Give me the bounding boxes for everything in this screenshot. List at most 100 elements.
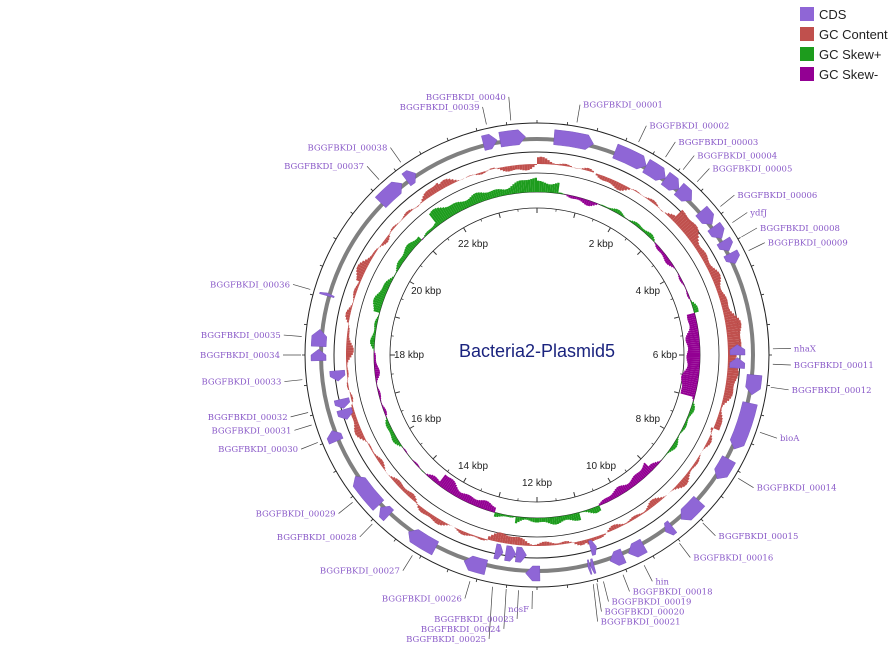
gc-bar-384: [352, 292, 357, 296]
skew-bar-321: [390, 432, 395, 437]
gc-bar-308: [386, 473, 389, 476]
gc-bar-266: [470, 534, 474, 537]
skew-bar-219: [579, 511, 582, 514]
skew-bar-37: [612, 208, 617, 212]
gc-bar-304: [393, 478, 399, 483]
gc-bar-83: [706, 263, 712, 269]
skew-bar-436: [441, 207, 451, 219]
skew-bar-52: [639, 226, 643, 230]
skew-bar-309: [407, 454, 409, 456]
skew-bar-388: [378, 291, 386, 297]
gc-bar-146: [716, 418, 723, 424]
gc-bar-106: [724, 317, 740, 323]
gc-bar-26: [599, 174, 604, 180]
gc-bar-69: [686, 228, 700, 239]
gc-bar-57: [666, 212, 671, 217]
skew-bar-323: [388, 429, 393, 433]
gene-label-18: BGGFBKDI_00018: [633, 588, 713, 598]
skew-bar-403: [396, 264, 401, 269]
leader-line-38: [390, 147, 402, 163]
gc-bar-71: [690, 234, 700, 243]
skew-bar-274: [464, 494, 471, 503]
skew-bar-379: [378, 312, 380, 315]
gc-bar-401: [371, 254, 375, 258]
gc-bar-410: [385, 236, 390, 241]
gc-bar-317: [374, 453, 377, 457]
skew-bar-475: [525, 180, 529, 193]
kbp-tick-label-20: 20 kbp: [411, 286, 441, 297]
gc-bar-231: [556, 543, 560, 545]
gc-bar-254: [499, 532, 504, 543]
skew-bar-101: [686, 314, 696, 319]
leader-line-5: [696, 168, 710, 182]
gc-bar-342: [350, 396, 354, 400]
gc-bar-44: [641, 194, 644, 197]
skew-bar-258: [495, 512, 499, 518]
skew-bar-297: [424, 472, 427, 475]
gc-bar-104: [723, 313, 735, 318]
gc-bar-255: [497, 532, 502, 543]
leader-line-19: [603, 581, 609, 602]
skew-bar-373: [374, 324, 377, 328]
skew-bar-187: [634, 473, 642, 482]
gc-bar-27: [601, 175, 606, 181]
gene-label-22: nosF: [508, 605, 529, 615]
gc-bar-81: [703, 259, 710, 264]
gc-bar-7: [554, 163, 558, 166]
skew-bar-265: [482, 500, 488, 510]
gc-bar-194: [642, 511, 646, 514]
leader-line-9: [748, 242, 765, 251]
skew-bar-467: [508, 187, 512, 195]
gc-bar-439: [435, 182, 442, 191]
skew-bar-252: [509, 515, 512, 518]
gc-bar-3: [544, 158, 548, 165]
skew-bar-414: [407, 242, 415, 250]
skew-bar-75: [670, 264, 674, 268]
gc-bar-87: [710, 271, 720, 278]
skew-bar-149: [687, 415, 690, 419]
gc-bar-387: [355, 285, 359, 289]
skew-bar-210: [597, 505, 602, 512]
gc-bar-68: [685, 225, 699, 237]
gc-bar-462: [492, 167, 495, 170]
gc-bar-334: [352, 416, 357, 421]
gc-bar-373: [346, 319, 350, 323]
gene-label-13: bioA: [780, 434, 800, 444]
skew-bar-94: [690, 300, 693, 303]
skew-bar-369: [372, 333, 376, 336]
ring-circle-3: [354, 172, 720, 538]
gc-bar-150: [710, 427, 714, 431]
skew-bar-326: [385, 423, 390, 427]
gc-bar-299: [401, 487, 407, 492]
outer-tick-23: [475, 127, 478, 132]
kbp-tick-8.5: [651, 442, 654, 445]
gc-bar-206: [615, 523, 620, 529]
skew-bar-239: [537, 517, 540, 523]
gc-bar-293: [412, 497, 417, 502]
gc-bar-348: [346, 382, 349, 386]
skew-bar-15: [568, 195, 571, 198]
gc-bar-180: [670, 490, 673, 493]
skew-bar-337: [380, 401, 382, 404]
skew-bar-346: [376, 382, 378, 385]
gc-bar-273: [454, 527, 458, 530]
skew-bar-334: [382, 406, 386, 410]
gc-bar-36: [621, 184, 626, 192]
skew-bar-268: [476, 499, 482, 508]
gc-bar-376: [345, 311, 351, 316]
gc-bar-18: [581, 167, 585, 170]
skew-bar-454: [479, 192, 485, 202]
skew-bar-84: [680, 280, 684, 284]
gc-bar-358: [346, 357, 350, 360]
skew-bar-180: [643, 462, 653, 472]
skew-bar-139: [680, 391, 695, 398]
skew-bar-377: [376, 316, 379, 320]
gc-bar-208: [610, 525, 615, 531]
gc-bar-364: [346, 342, 352, 346]
cds-arrow-33: [329, 369, 346, 382]
gene-label-29: BGGFBKDI_00029: [256, 510, 336, 520]
gc-bar-168: [690, 467, 693, 471]
leader-line-14: [738, 478, 754, 489]
gc-bar-241: [532, 544, 535, 546]
skew-bar-468: [510, 185, 514, 195]
